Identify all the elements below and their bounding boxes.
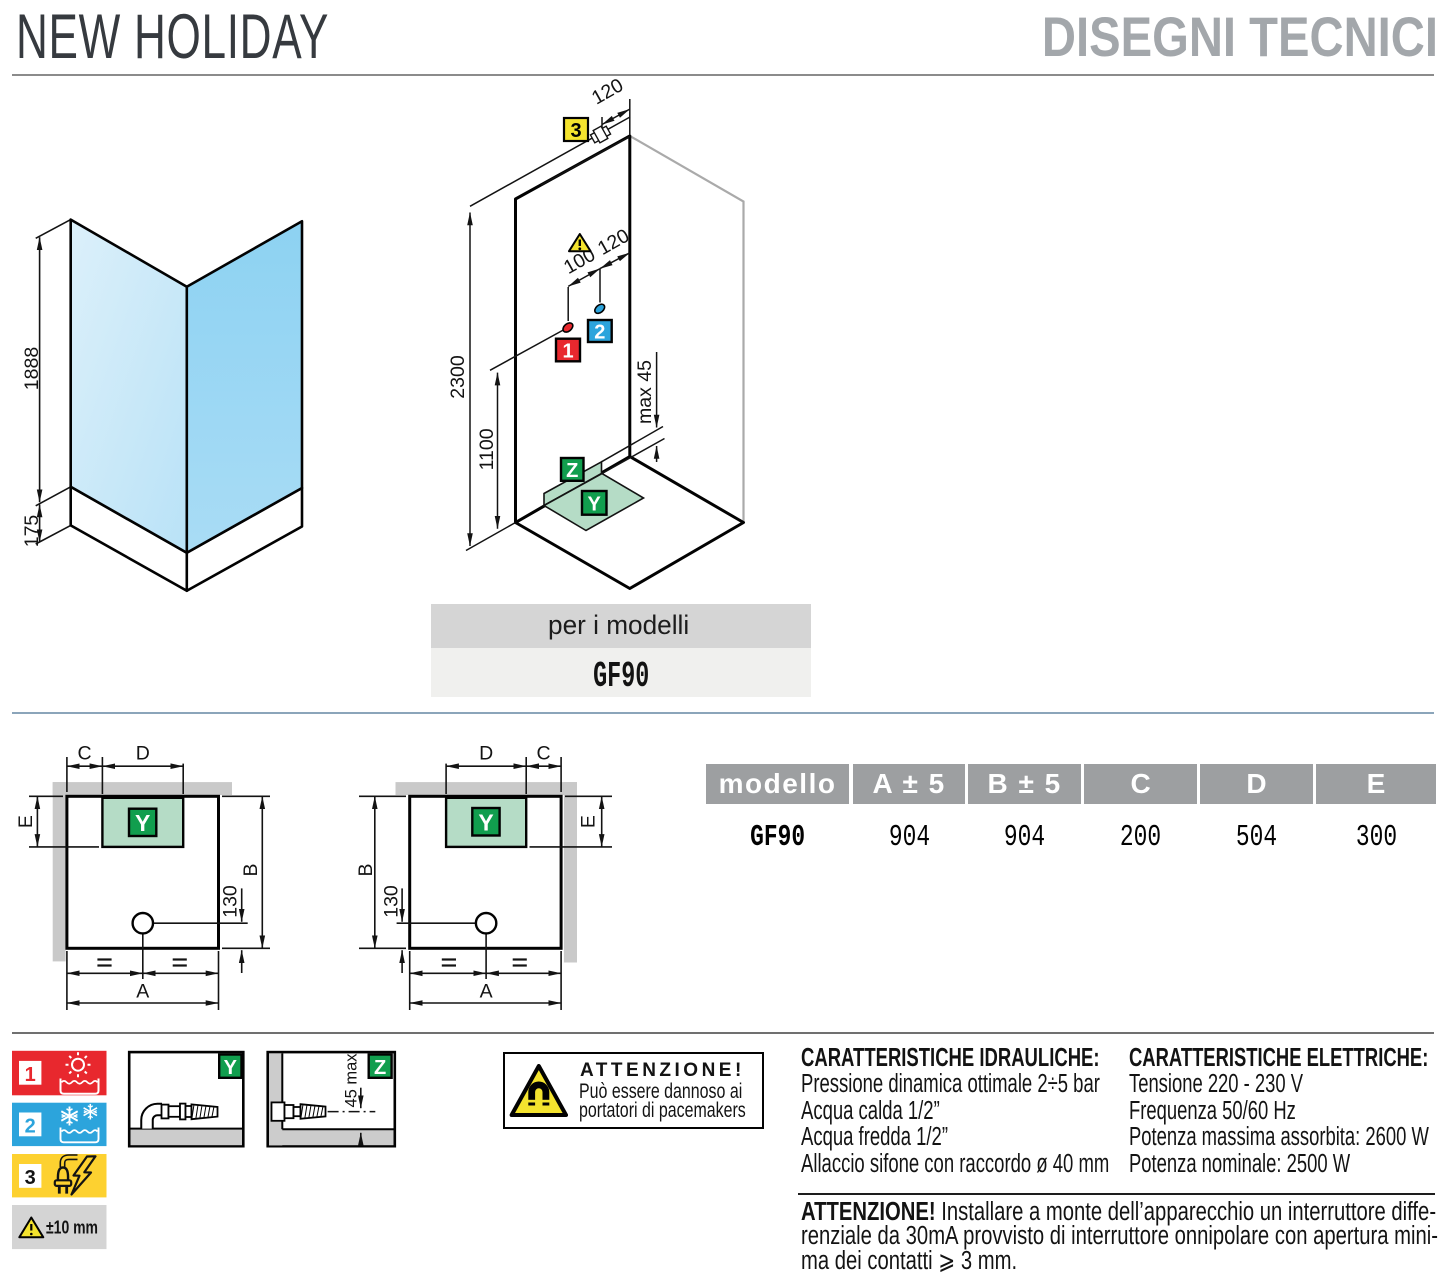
svg-text:175: 175 (21, 515, 43, 548)
svg-text:45 max: 45 max (343, 1053, 361, 1108)
svg-text:2300: 2300 (447, 355, 469, 399)
svg-text:Z: Z (374, 1057, 386, 1079)
svg-text:D: D (479, 743, 493, 765)
svg-text:A: A (136, 980, 149, 1002)
svg-text:1: 1 (25, 1064, 36, 1086)
svg-text:Y: Y (224, 1057, 238, 1079)
svg-text:Y: Y (135, 810, 150, 836)
svg-text:B: B (240, 863, 262, 876)
svg-text:C: C (537, 743, 551, 765)
svg-text:max 45: max 45 (634, 360, 656, 424)
svg-text:3: 3 (570, 120, 581, 142)
svg-text:C: C (78, 743, 92, 765)
svg-text:1100: 1100 (476, 428, 498, 470)
svg-text:2: 2 (25, 1115, 36, 1137)
svg-text:2: 2 (594, 322, 605, 344)
svg-text:E: E (578, 815, 600, 828)
svg-text:120: 120 (588, 74, 627, 109)
svg-text:Y: Y (588, 494, 602, 516)
svg-text:1888: 1888 (21, 347, 43, 390)
svg-text:130: 130 (381, 885, 403, 918)
svg-text:D: D (136, 743, 150, 765)
svg-text:±10 mm: ±10 mm (46, 1218, 98, 1238)
svg-text:A: A (480, 980, 493, 1002)
svg-text:1: 1 (562, 341, 573, 363)
svg-text:Y: Y (478, 810, 493, 836)
svg-text:3: 3 (25, 1167, 36, 1189)
svg-text:Z: Z (566, 460, 578, 482)
svg-text:130: 130 (219, 885, 241, 918)
svg-text:E: E (15, 815, 37, 828)
svg-text:B: B (355, 863, 377, 876)
